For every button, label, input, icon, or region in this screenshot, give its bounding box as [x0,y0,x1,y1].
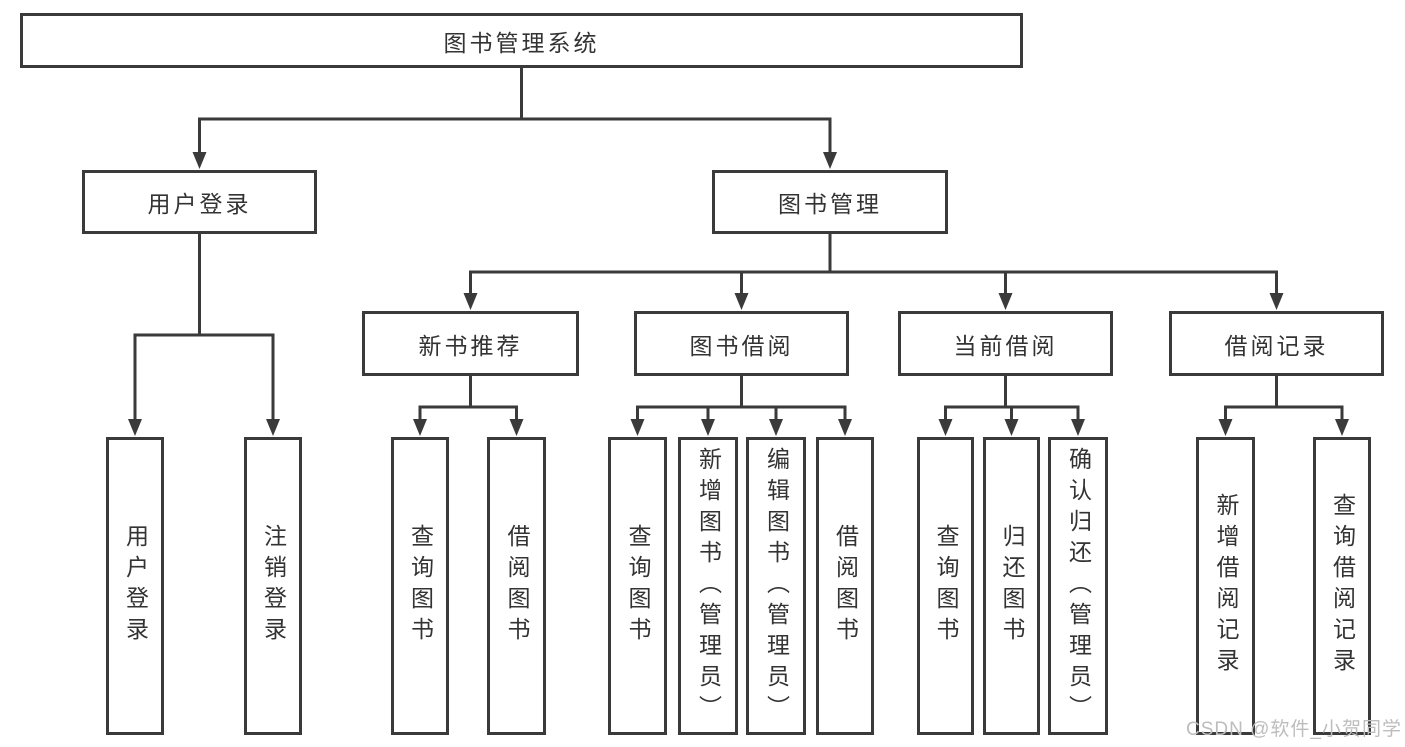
arrowhead-icon [838,419,852,436]
node-leaf-cb-query: 查询图书 [917,437,974,735]
node-leaf-cb-return: 归还图书 [983,437,1040,735]
node-root: 图书管理系统 [20,13,1023,68]
node-leaf-bb-edit: 编辑图书（管理员） [746,437,806,735]
node-leaf-cb-confirm: 确认归还（管理员） [1048,437,1108,735]
arrowhead-icon [734,293,749,310]
node-current-borrow: 当前借阅 [898,311,1113,376]
arrowhead-icon [192,152,207,169]
arrowhead-icon [266,419,280,436]
node-leaf-bb-query: 查询图书 [608,437,667,735]
arrowhead-icon [1071,419,1085,436]
arrowhead-icon [128,419,142,436]
node-leaf-rec-query: 查询借阅记录 [1313,437,1371,735]
node-leaf-bb-add: 新增图书（管理员） [678,437,738,735]
arrowhead-icon [509,419,524,436]
node-leaf-bb-borrow: 借阅图书 [816,437,874,735]
node-borrow-records: 借阅记录 [1169,311,1384,376]
arrowhead-icon [938,419,953,436]
node-leaf-login: 用户登录 [106,437,164,735]
node-book-mgmt: 图书管理 [712,170,948,234]
node-leaf-nb-borrow: 借阅图书 [487,437,546,735]
arrowhead-icon [701,419,715,436]
arrowhead-icon [1269,293,1284,310]
arrowhead-icon [1004,419,1019,436]
arrowhead-icon [413,419,427,436]
node-user-login: 用户登录 [82,170,317,234]
arrowhead-icon [1335,419,1349,436]
watermark-text: CSDN @软件_小贺同学 [1186,719,1402,740]
arrowhead-icon [630,419,645,436]
node-new-books: 新书推荐 [362,311,579,376]
arrowhead-icon [998,293,1013,310]
arrowhead-icon [1218,419,1233,436]
arrowhead-icon [463,293,478,310]
node-leaf-rec-add: 新增借阅记录 [1196,437,1255,735]
node-leaf-logout: 注销登录 [244,437,302,735]
arrowhead-icon [769,419,783,436]
node-leaf-nb-query: 查询图书 [391,437,449,735]
arrowhead-icon [823,152,837,169]
node-book-borrow: 图书借阅 [634,311,849,376]
